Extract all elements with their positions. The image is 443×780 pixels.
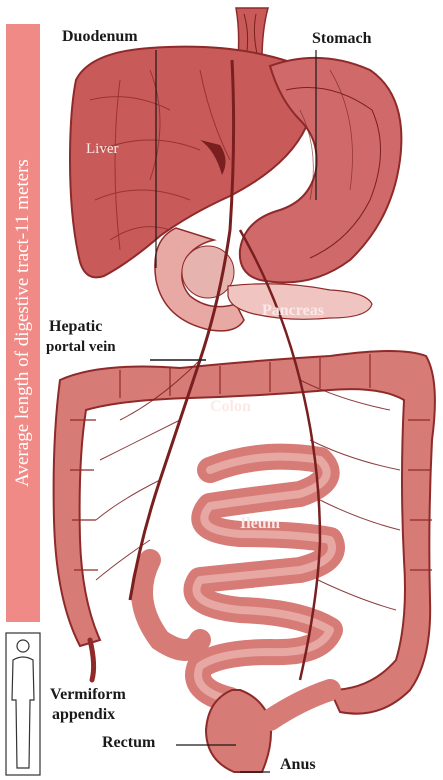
label-hepatic: Hepatic	[49, 318, 102, 336]
human-silhouette-icon	[6, 633, 40, 775]
label-ileum: Ileum	[240, 515, 280, 533]
label-colon: Colon	[210, 398, 251, 416]
label-portal-vein: portal vein	[46, 338, 116, 356]
label-pancreas: Pancreas	[262, 302, 324, 320]
label-stomach: Stomach	[312, 30, 372, 48]
label-anus: Anus	[280, 756, 316, 774]
label-rectum: Rectum	[102, 734, 155, 752]
label-duodenum: Duodenum	[62, 28, 138, 46]
label-liver: Liver	[86, 140, 118, 158]
duodenum	[155, 228, 244, 331]
label-vermiform: Vermiform	[50, 686, 126, 704]
label-appendix: appendix	[52, 706, 115, 724]
